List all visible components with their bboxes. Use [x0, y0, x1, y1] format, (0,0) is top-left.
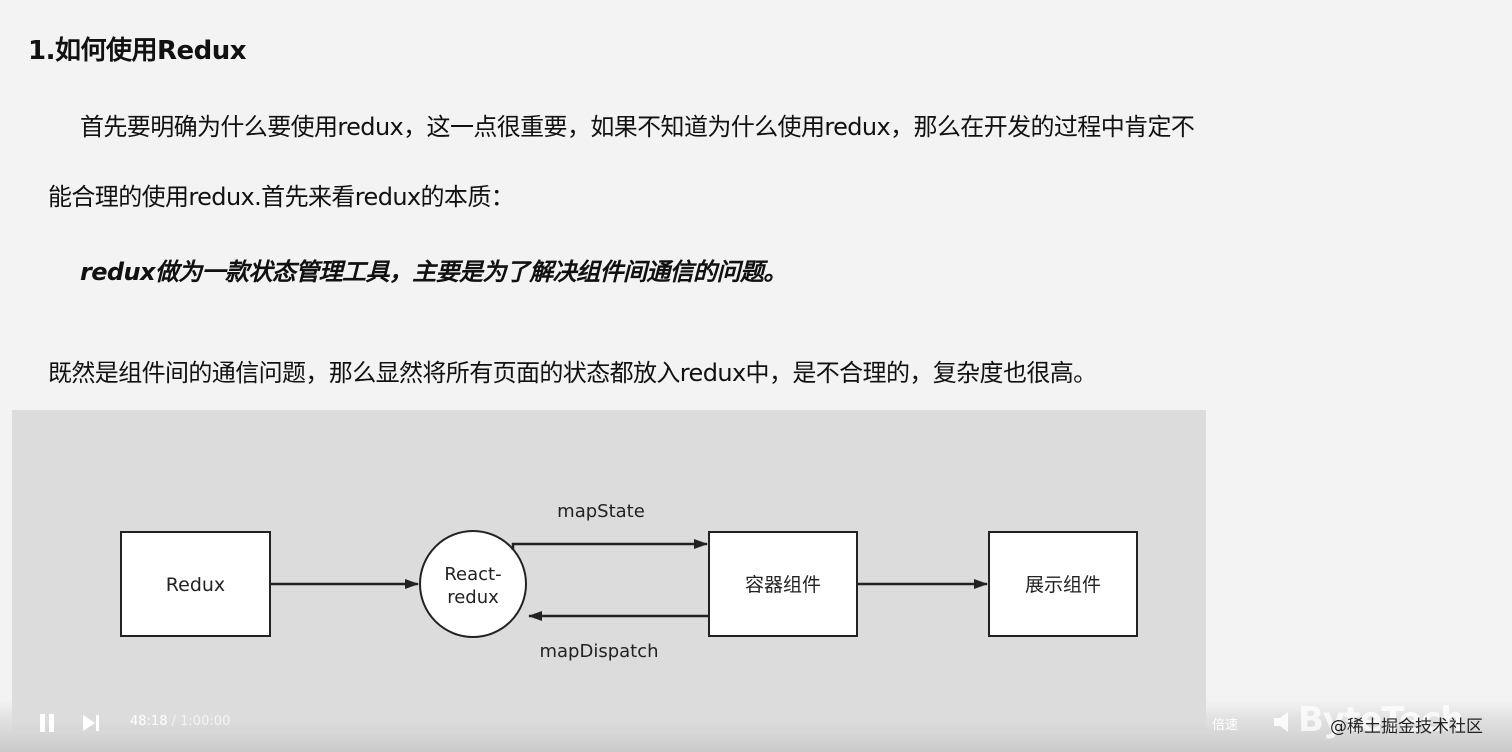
volume-icon[interactable] [1272, 710, 1294, 738]
presentational-component-label: 展示组件 [1025, 574, 1101, 596]
speed-button[interactable]: 倍速 [1212, 718, 1239, 733]
container-component-label: 容器组件 [745, 574, 821, 596]
react-redux-node: React- redux [419, 530, 527, 638]
time-separator: / [171, 714, 176, 729]
playback-time: 48:18 / 1:00:00 [130, 714, 230, 729]
video-player-controls [0, 700, 1512, 752]
pause-icon[interactable] [36, 712, 58, 734]
map-dispatch-label: mapDispatch [539, 641, 658, 662]
paragraph-1-line-2: 能合理的使用redux.首先来看redux的本质： [48, 183, 515, 211]
paragraph-1-line-1: 首先要明确为什么要使用redux，这一点很重要，如果不知道为什么使用redux，… [80, 113, 1195, 141]
map-state-label: mapState [557, 501, 645, 522]
container-component-node: 容器组件 [708, 531, 858, 637]
bytetech-logo: ByteTech [1298, 700, 1464, 740]
presentational-component-node: 展示组件 [988, 531, 1138, 637]
map-state-arrow [511, 539, 708, 550]
credit-watermark: @稀土掘金技术社区 [1330, 717, 1483, 737]
next-icon[interactable] [80, 712, 102, 734]
redux-node-label: Redux [166, 574, 225, 596]
diagram-canvas: Redux React- redux 容器组件 展示组件 mapState ma… [120, 501, 1138, 662]
redux-node: Redux [120, 531, 271, 637]
current-time: 48:18 [130, 714, 168, 729]
page-title: 1.如何使用Redux [28, 36, 247, 66]
redux-flow-diagram: Redux React- redux 容器组件 展示组件 mapState ma… [12, 410, 1206, 730]
total-time: 1:00:00 [180, 714, 231, 729]
react-redux-label-line-1: React- [444, 564, 501, 585]
emphasis-quote: redux做为一款状态管理工具，主要是为了解决组件间通信的问题。 [80, 258, 787, 286]
paragraph-2: 既然是组件间的通信问题，那么显然将所有页面的状态都放入redux中，是不合理的，… [48, 359, 1097, 387]
react-redux-label-line-2: redux [447, 587, 499, 608]
